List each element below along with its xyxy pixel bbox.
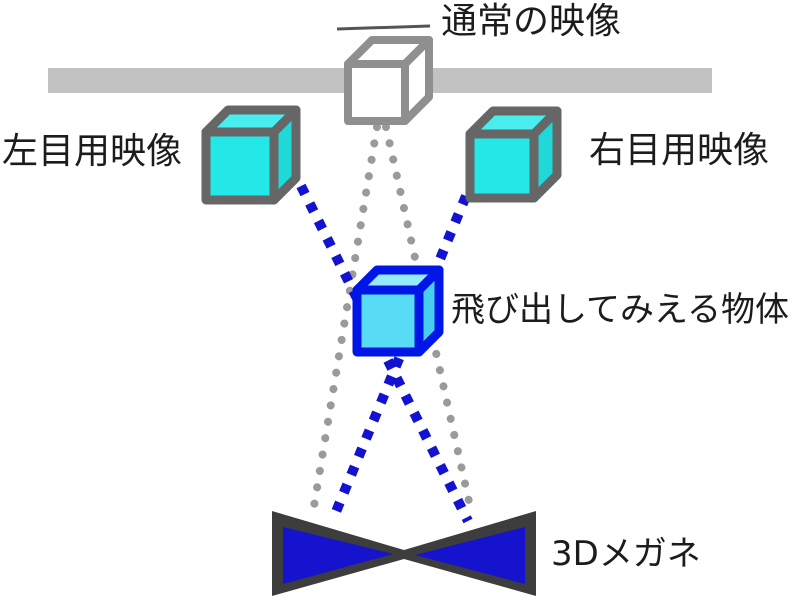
popout-cube-front — [352, 285, 424, 357]
left-eye-image-label: 左目用映像 — [2, 131, 183, 172]
normal-image-label: 通常の映像 — [441, 1, 622, 42]
gray-sightline-left — [310, 123, 381, 510]
glasses-frame — [272, 511, 536, 596]
glasses-right-lens — [415, 527, 525, 584]
left-eye-cube-front — [201, 127, 279, 205]
right-eye-image-label: 右目用映像 — [589, 130, 770, 171]
normal-image-pointer-line — [336, 24, 431, 31]
popout-object-label: 飛び出してみえる物体 — [451, 290, 789, 330]
normal-image-cube — [344, 36, 433, 125]
gray-sightline-right — [382, 123, 474, 510]
popout-object-cube — [352, 265, 444, 357]
blue-sightline-from-left-image — [296, 183, 473, 524]
normal-image-cube-front — [344, 60, 409, 125]
right-eye-image-cube — [465, 106, 562, 203]
glasses-left-lens — [283, 527, 393, 584]
glasses-label: 3Dメガネ — [551, 534, 701, 574]
right-eye-cube-front — [465, 129, 539, 203]
3d-glasses — [272, 511, 536, 596]
left-eye-image-cube — [201, 105, 301, 205]
